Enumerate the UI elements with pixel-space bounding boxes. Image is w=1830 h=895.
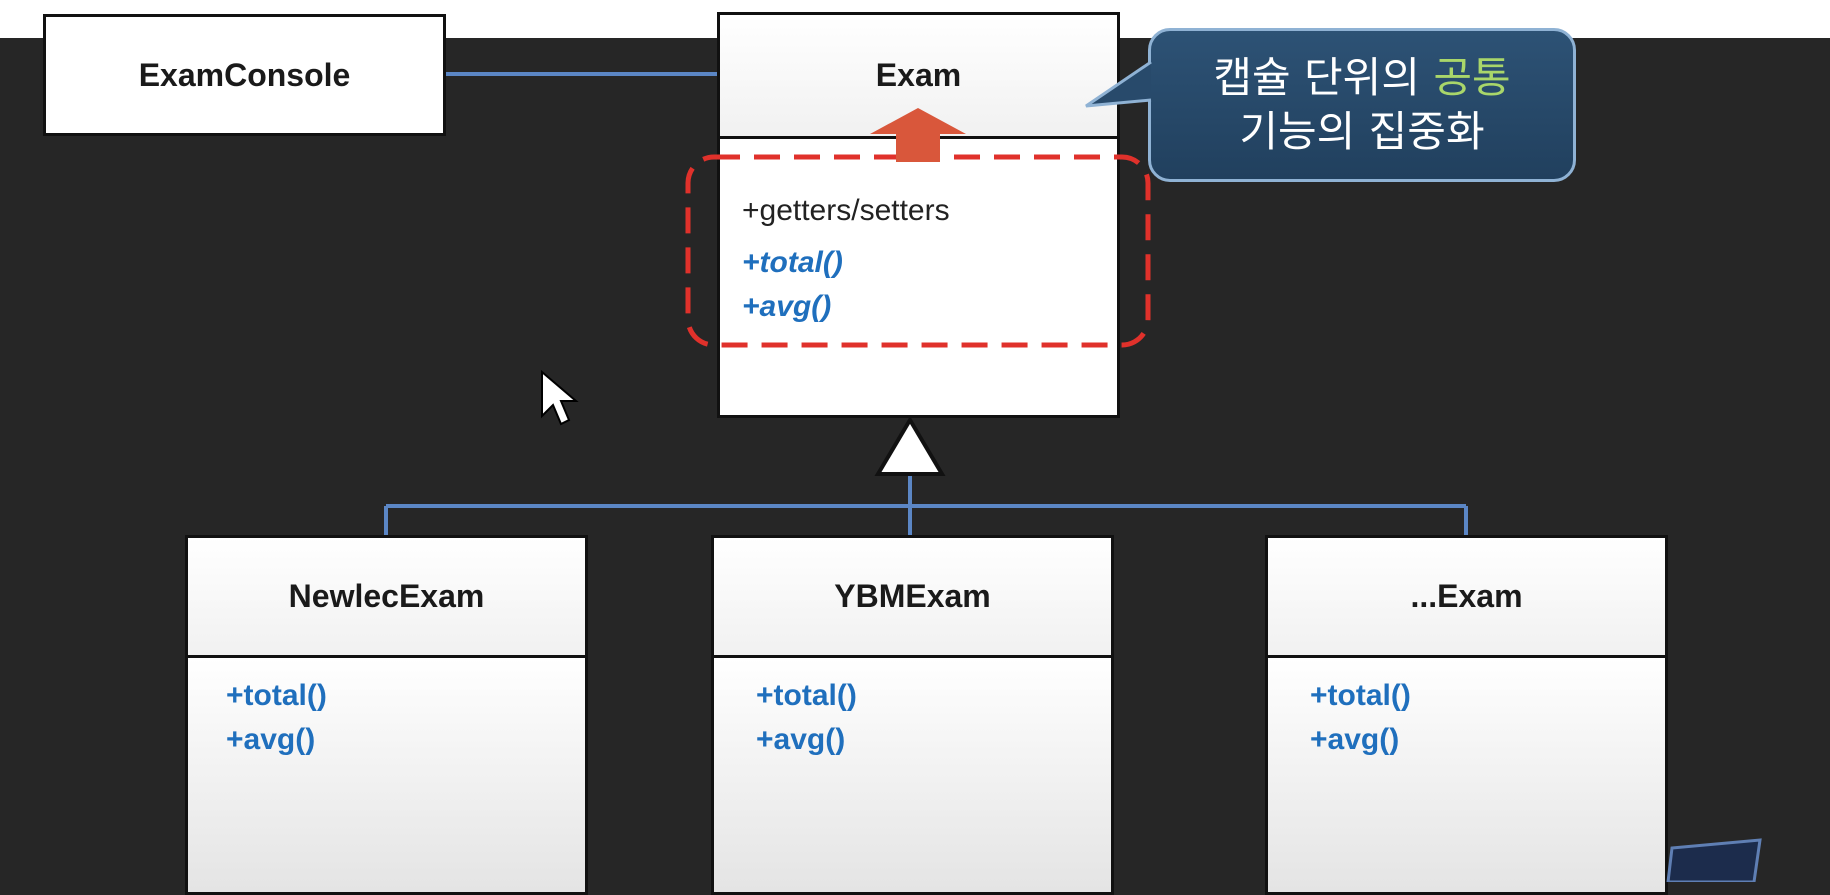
method-avg: +avg() [756, 723, 846, 756]
class-name: Exam [875, 57, 962, 93]
device-icon [1666, 838, 1762, 882]
class-header: YBMExam [714, 538, 1111, 658]
class-ybmexam: YBMExam +total() +avg() [711, 535, 1114, 895]
inheritance-triangle-icon [874, 416, 946, 476]
class-members: +getters/setters +total() +avg() [742, 189, 950, 329]
member-total: +total() [742, 246, 843, 279]
callout-line2: 기능의 집중화 [1239, 107, 1485, 156]
mouse-cursor-icon [541, 369, 579, 426]
up-arrow-icon [870, 108, 966, 162]
callout-highlight: 공통 [1433, 53, 1511, 102]
class-header: ...Exam [1268, 538, 1665, 658]
class-header: NewlecExam [188, 538, 585, 658]
class-name: YBMExam [834, 578, 991, 614]
class-newlecexam: NewlecExam +total() +avg() [185, 535, 588, 895]
callout-line1: 캡슐 단위의 공통 [1151, 51, 1573, 105]
member-getters-setters: +getters/setters [742, 194, 950, 227]
class-name: ...Exam [1410, 578, 1523, 614]
member-avg: +avg() [742, 290, 832, 323]
class-examconsole: ExamConsole [43, 14, 446, 136]
method-total: +total() [756, 679, 857, 712]
callout-text: 캡슐 단위의 [1213, 53, 1434, 102]
class-name: ExamConsole [138, 56, 351, 93]
class-body: +total() +avg() [188, 658, 585, 892]
class-body: +total() +avg() [1268, 658, 1665, 892]
method-avg: +avg() [1310, 723, 1400, 756]
method-avg: +avg() [226, 723, 316, 756]
method-total: +total() [226, 679, 327, 712]
class-body: +total() +avg() [714, 658, 1111, 892]
class-name: NewlecExam [288, 578, 485, 614]
callout-bubble: 캡슐 단위의 공통 기능의 집중화 [1148, 28, 1576, 182]
method-total: +total() [1310, 679, 1411, 712]
class-etc-exam: ...Exam +total() +avg() [1265, 535, 1668, 895]
